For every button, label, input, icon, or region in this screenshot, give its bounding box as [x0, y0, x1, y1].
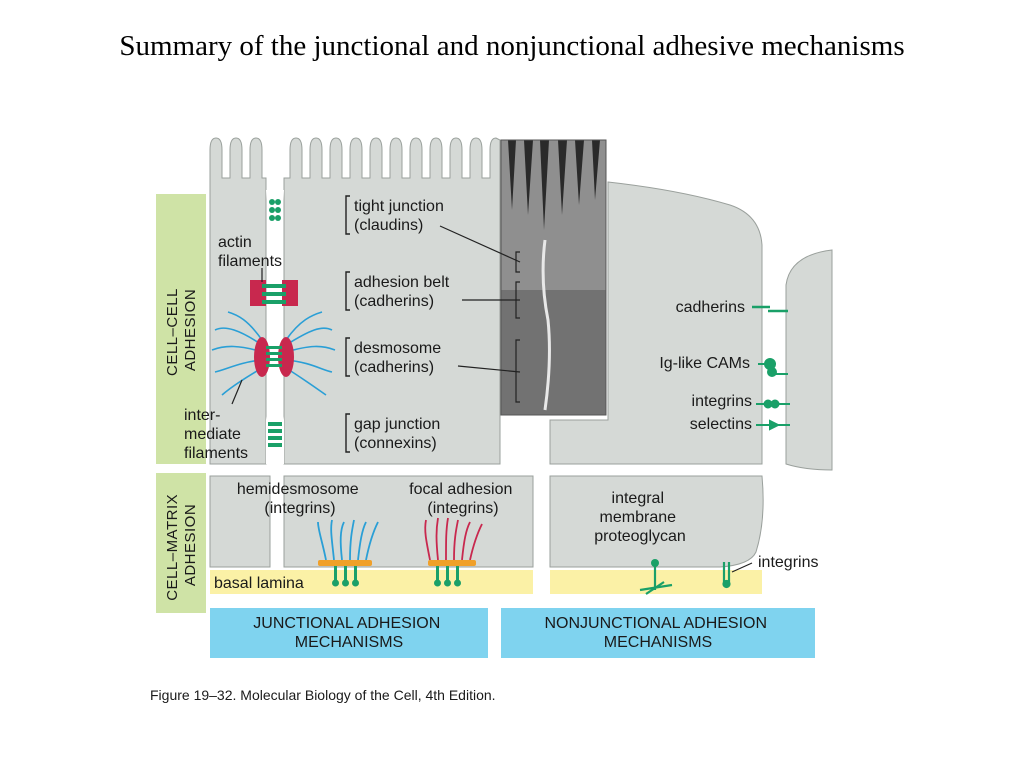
junction-brackets: [345, 195, 350, 453]
basal-lamina-left: [210, 570, 533, 594]
basal-lamina-label: basal lamina: [214, 575, 304, 592]
intermediate-filaments-label: inter- mediate filaments: [184, 407, 248, 462]
matrix-left-cell-b: [283, 475, 534, 568]
ig-cams-label: Ig-like CAMs: [659, 355, 750, 372]
right-cell-large: [549, 181, 763, 465]
integrins-label: integrins: [692, 393, 752, 410]
ig-cams-molecule: [758, 358, 788, 377]
cell-matrix-label: CELL–MATRIX ADHESION: [164, 489, 199, 601]
proteoglycan-molecule: [639, 566, 673, 595]
focal-adhesion-filaments: [424, 517, 483, 561]
micrograph-membrane: [541, 239, 551, 411]
cadherins-molecule: [752, 305, 788, 313]
desmosome: [254, 337, 294, 377]
integrins-right-pointer: [731, 562, 753, 573]
adhesion-belt: [250, 280, 298, 306]
cadherins-label: cadherins: [676, 299, 745, 316]
hemidesmosome-filaments: [317, 519, 379, 561]
tight-junction: [269, 199, 281, 221]
desmosome-label: desmosome (cadherins): [354, 340, 446, 376]
integrins-right-label: integrins: [758, 554, 818, 571]
selectins-label: selectins: [690, 416, 752, 433]
hemidesmosome-label: hemidesmosome (integrins): [237, 481, 363, 517]
gap-junction: [268, 422, 282, 447]
focal-adhesion-label: focal adhesion (integrins): [409, 481, 517, 517]
right-cell-small: [785, 249, 833, 471]
nonjunctional-bar: [501, 608, 815, 658]
proteoglycan-label: integral membrane proteoglycan: [594, 490, 686, 545]
cell-cell-label: CELL–CELL ADHESION: [164, 284, 199, 376]
nonjunctional-bar-label: NONJUNCTIONAL ADHESION MECHANISMS: [545, 615, 772, 651]
hemidesmosome: [318, 560, 372, 587]
slide-title: Summary of the junctional and nonjunctio…: [119, 30, 905, 62]
intermediate-pointer: [231, 379, 243, 405]
intercellular-space: [266, 190, 284, 464]
micrograph-frame: [500, 139, 607, 416]
micrograph-lower-dark: [501, 290, 606, 415]
micrograph-villi: [508, 140, 600, 230]
gap-junction-label: gap junction (connexins): [354, 416, 445, 452]
integrins-right-molecule: [722, 562, 731, 589]
proteoglycan-head: [651, 559, 659, 567]
cell-matrix-band: [156, 473, 206, 613]
actin-filaments-label: actin filaments: [218, 234, 282, 270]
adhesion-belt-label: adhesion belt (cadherins): [354, 274, 454, 310]
left-epithelial-cell: [209, 137, 267, 465]
selectins-molecule: [756, 419, 790, 431]
cell-cell-band: [156, 194, 206, 464]
integrins-molecule: [756, 399, 790, 409]
micrograph-pointers: [439, 225, 521, 403]
matrix-right-cell: [549, 475, 764, 568]
tight-junction-label: tight junction (claudins): [354, 198, 448, 234]
junctional-bar-label: JUNCTIONAL ADHESION MECHANISMS: [253, 615, 444, 651]
right-epithelial-cell: [283, 137, 501, 465]
focal-adhesion: [428, 560, 476, 587]
matrix-left-cell-a: [209, 475, 271, 568]
figure-caption: Figure 19–32. Molecular Biology of the C…: [150, 687, 496, 703]
junctional-bar: [210, 608, 488, 658]
